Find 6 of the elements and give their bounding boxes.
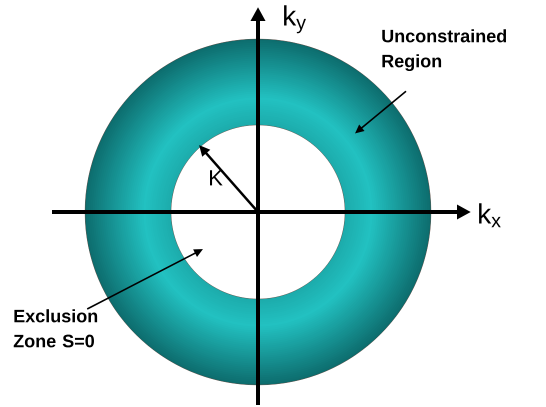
region-label: Unconstrained Region xyxy=(382,29,506,72)
axis-label: k$_{x}$ xyxy=(479,203,501,228)
radius-label: K xyxy=(210,170,223,186)
axis-label: k$_{y}$ xyxy=(284,5,306,34)
zone-label: Exclusion Zone S=0 xyxy=(14,309,98,348)
exclusion-disk xyxy=(170,124,346,300)
